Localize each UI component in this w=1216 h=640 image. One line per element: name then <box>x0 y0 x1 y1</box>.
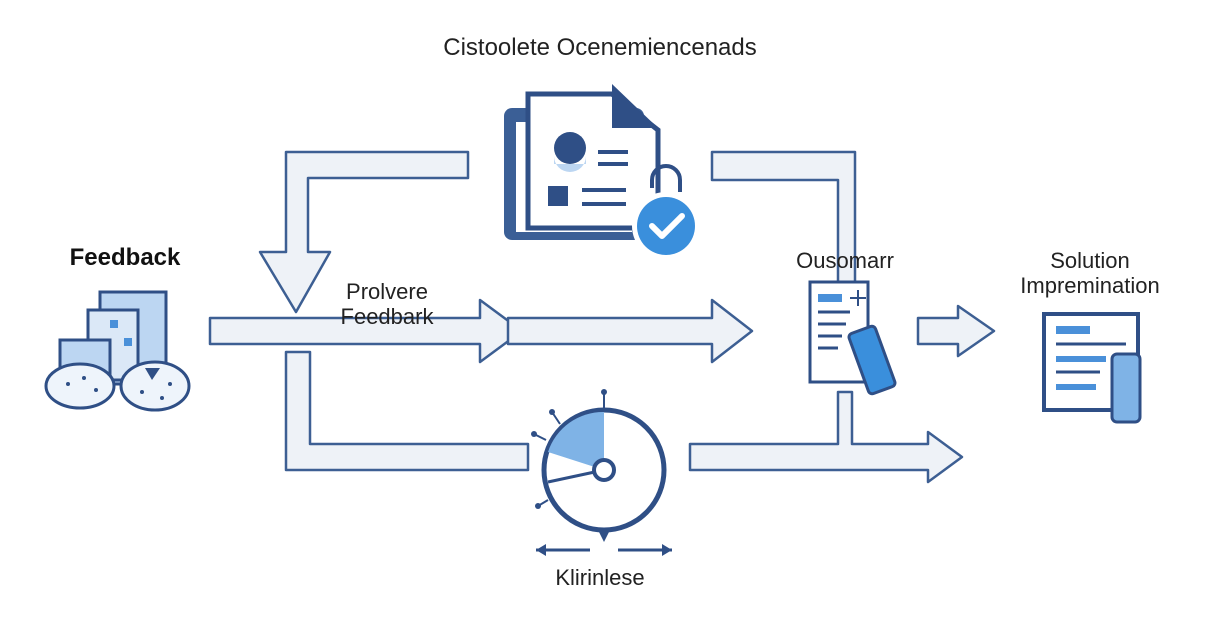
report-phone-icon <box>808 280 897 396</box>
solution-document-icon <box>1042 312 1142 424</box>
solution-label: Solution Impremination <box>990 248 1190 299</box>
gauge-dial-icon <box>531 389 672 556</box>
arrow-outcome-to-solution <box>916 304 996 358</box>
feedback-documents-icon <box>44 290 191 412</box>
solution-label-line2: Impremination <box>1020 273 1160 299</box>
diagram-title: Cistoolete Ocenemiencenads <box>443 34 757 61</box>
feedback-label: Feedback <box>69 244 181 271</box>
outcome-label: Ousomarr <box>796 248 894 273</box>
arrow-top-left-loop <box>258 150 470 314</box>
process-label-line2: Feedbark <box>340 304 434 330</box>
document-checkmark-icon <box>504 84 700 260</box>
bottom-label: Klirinlese <box>555 565 645 590</box>
arrow-main-segment-1 <box>208 298 524 364</box>
process-label: Prolvere Feedbark <box>312 279 462 330</box>
arrow-main-segment-2 <box>506 298 754 364</box>
solution-label-line1: Solution <box>1050 248 1130 273</box>
arrow-bottom-left-loop <box>284 350 530 472</box>
process-label-line1: Prolvere <box>346 279 428 304</box>
arrow-bottom-right <box>688 390 964 484</box>
